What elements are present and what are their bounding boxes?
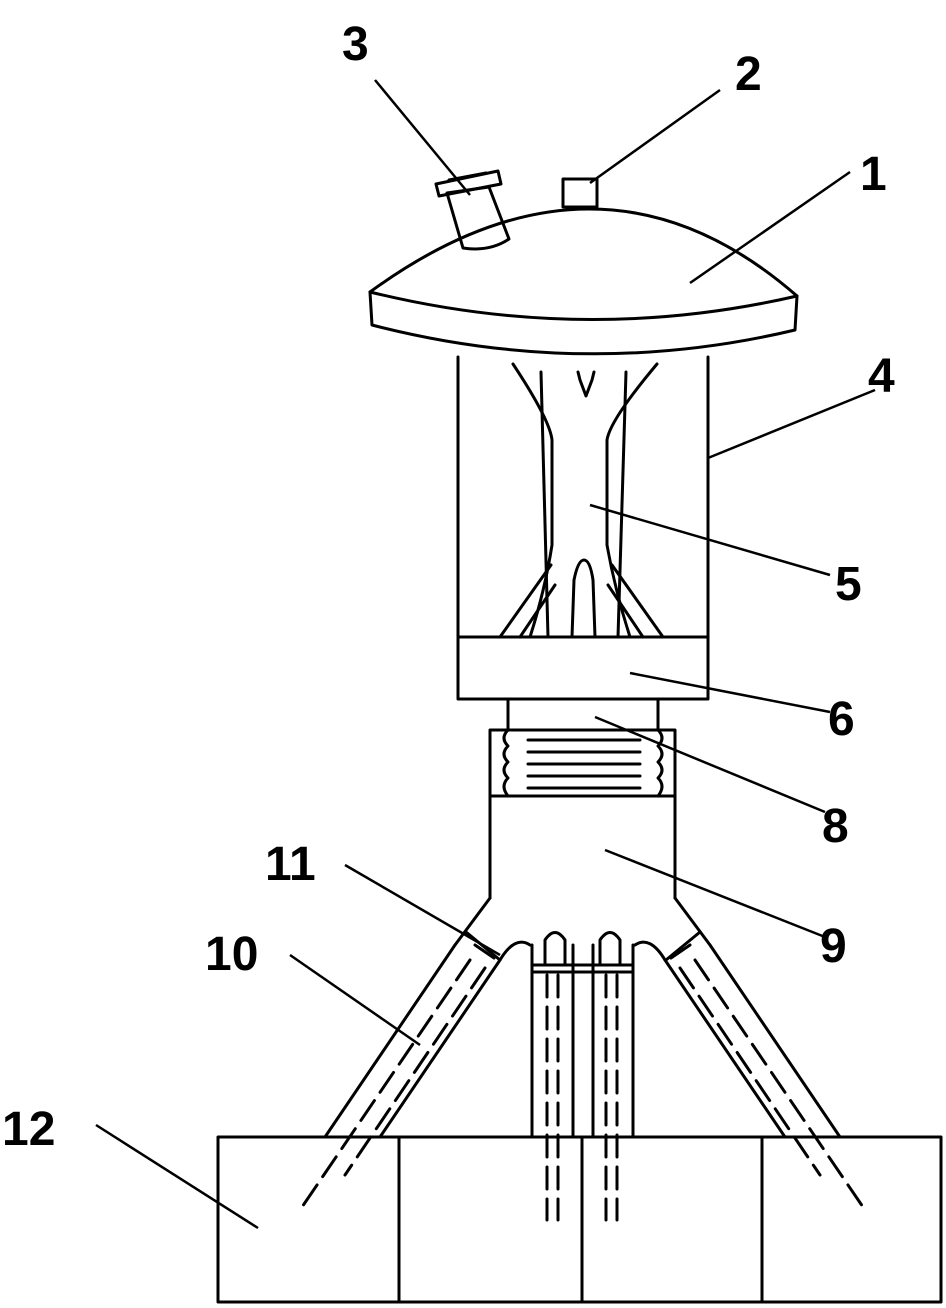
central-pipes xyxy=(530,943,635,1222)
cap-part-2 xyxy=(561,177,599,209)
threaded-neck-part-8 xyxy=(488,697,677,798)
dome-cover-part-1 xyxy=(368,207,799,356)
legs-part-10 xyxy=(298,943,867,1212)
label-2: 2 xyxy=(735,48,762,101)
label-8: 8 xyxy=(822,800,849,853)
label-11: 11 xyxy=(265,838,316,891)
label-12: 12 xyxy=(2,1103,55,1156)
base-blocks-part-12 xyxy=(216,1135,943,1304)
label-6: 6 xyxy=(828,693,855,746)
label-1: 1 xyxy=(860,148,887,201)
label-9: 9 xyxy=(820,920,847,973)
leader-lines xyxy=(95,79,876,1230)
lower-body-part-9 xyxy=(453,794,712,974)
nozzle-part-3 xyxy=(434,169,511,251)
label-3: 3 xyxy=(342,18,369,71)
label-5: 5 xyxy=(835,558,862,611)
base-plate-part-6 xyxy=(456,635,710,701)
column-part-5 xyxy=(498,362,665,639)
part-labels: 3 2 1 4 5 6 8 9 11 10 12 xyxy=(2,18,895,1156)
label-10: 10 xyxy=(205,928,258,981)
label-4: 4 xyxy=(868,350,895,403)
housing-part-4 xyxy=(456,355,710,639)
